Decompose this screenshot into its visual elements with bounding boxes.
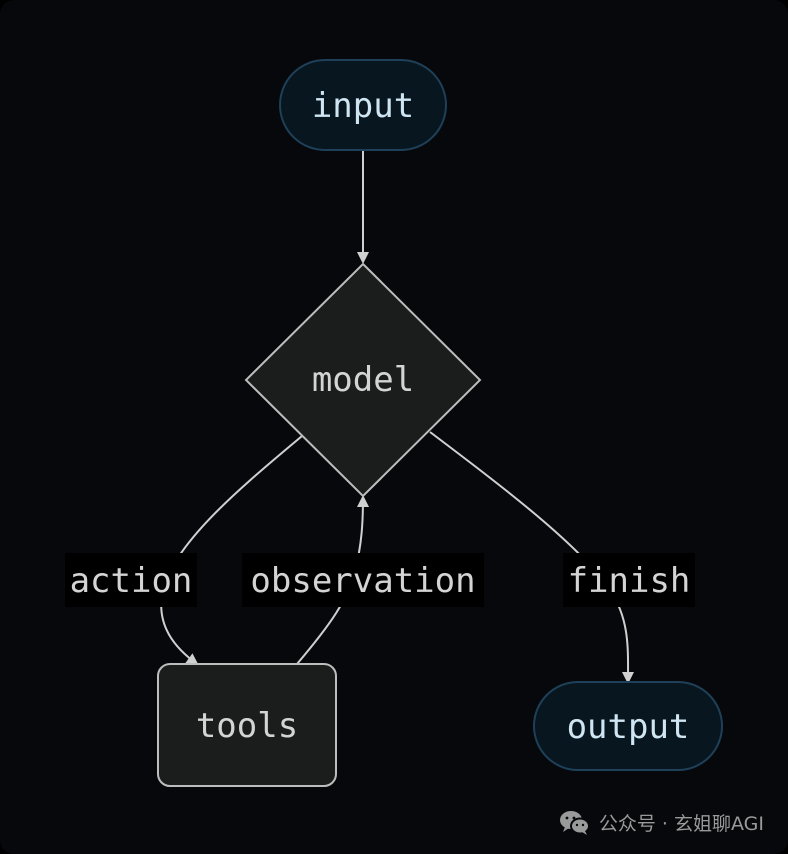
edge-label-observation-text: observation (250, 561, 475, 601)
watermark-text: 公众号 · 玄姐聊AGI (598, 813, 764, 835)
edge-label-action-text: action (70, 561, 193, 601)
node-input: input (279, 59, 447, 151)
node-output-label: output (567, 707, 690, 747)
edge-model-tools (160, 435, 303, 666)
node-tools: tools (157, 663, 337, 787)
edge-label-finish: finish (563, 553, 695, 607)
node-model: model (244, 262, 482, 498)
node-tools-label: tools (196, 706, 298, 746)
edge-label-action: action (65, 553, 197, 607)
edge-label-observation: observation (242, 553, 484, 607)
watermark: 公众号 · 玄姐聊AGI (559, 809, 764, 836)
node-output: output (533, 681, 723, 771)
node-model-label: model (312, 360, 414, 400)
node-input-label: input (312, 86, 414, 126)
wechat-icon (559, 810, 591, 836)
edge-label-finish-text: finish (568, 561, 691, 601)
